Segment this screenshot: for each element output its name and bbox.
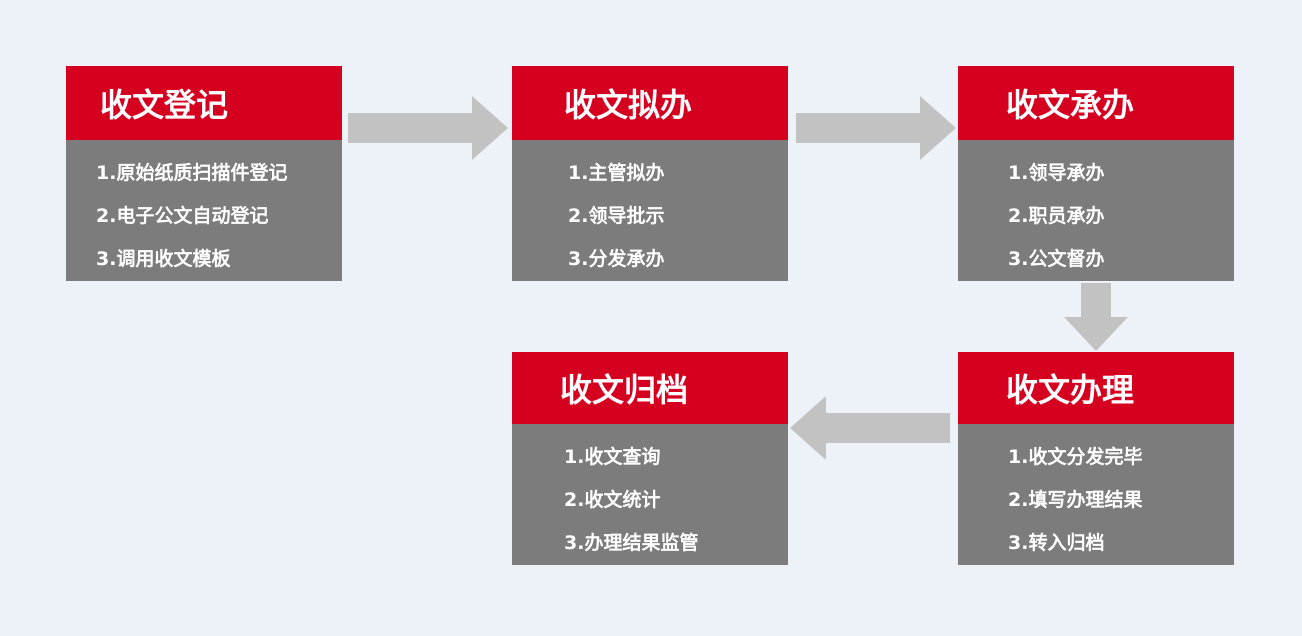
step-items: 1.领导承办 2.职员承办 3.公文督办 <box>958 140 1234 281</box>
step-item: 2.电子公文自动登记 <box>96 205 269 227</box>
step-item: 1.原始纸质扫描件登记 <box>96 162 288 184</box>
step-item: 1.主管拟办 <box>568 162 665 184</box>
step-receive-undertake: 收文承办 1.领导承办 2.职员承办 3.公文督办 <box>958 66 1234 281</box>
step-items: 1.收文分发完毕 2.填写办理结果 3.转入归档 <box>958 424 1234 565</box>
step-receive-draft: 收文拟办 1.主管拟办 2.领导批示 3.分发承办 <box>512 66 788 281</box>
step-title: 收文办理 <box>958 352 1234 424</box>
arrow-down-icon <box>1064 283 1128 351</box>
step-item: 1.收文查询 <box>564 446 661 468</box>
step-item: 3.调用收文模板 <box>96 248 231 270</box>
step-item: 2.领导批示 <box>568 205 665 227</box>
step-item: 3.公文督办 <box>1008 248 1105 270</box>
step-item: 2.收文统计 <box>564 489 661 511</box>
step-title: 收文拟办 <box>512 66 788 140</box>
step-item: 3.转入归档 <box>1008 532 1105 554</box>
step-item: 3.分发承办 <box>568 248 665 270</box>
step-item: 1.收文分发完毕 <box>1008 446 1143 468</box>
step-item: 2.职员承办 <box>1008 205 1105 227</box>
arrow-left-icon <box>790 396 950 460</box>
step-title: 收文承办 <box>958 66 1234 140</box>
step-items: 1.原始纸质扫描件登记 2.电子公文自动登记 3.调用收文模板 <box>66 140 342 281</box>
step-title: 收文归档 <box>512 352 788 424</box>
step-items: 1.主管拟办 2.领导批示 3.分发承办 <box>512 140 788 281</box>
step-item: 1.领导承办 <box>1008 162 1105 184</box>
step-receive-archive: 收文归档 1.收文查询 2.收文统计 3.办理结果监管 <box>512 352 788 565</box>
step-item: 3.办理结果监管 <box>564 532 699 554</box>
step-receive-register: 收文登记 1.原始纸质扫描件登记 2.电子公文自动登记 3.调用收文模板 <box>66 66 342 281</box>
step-item: 2.填写办理结果 <box>1008 489 1143 511</box>
arrow-right-icon <box>348 96 508 160</box>
step-items: 1.收文查询 2.收文统计 3.办理结果监管 <box>512 424 788 565</box>
arrow-right-icon <box>796 96 956 160</box>
step-receive-handle: 收文办理 1.收文分发完毕 2.填写办理结果 3.转入归档 <box>958 352 1234 565</box>
step-title: 收文登记 <box>66 66 342 140</box>
